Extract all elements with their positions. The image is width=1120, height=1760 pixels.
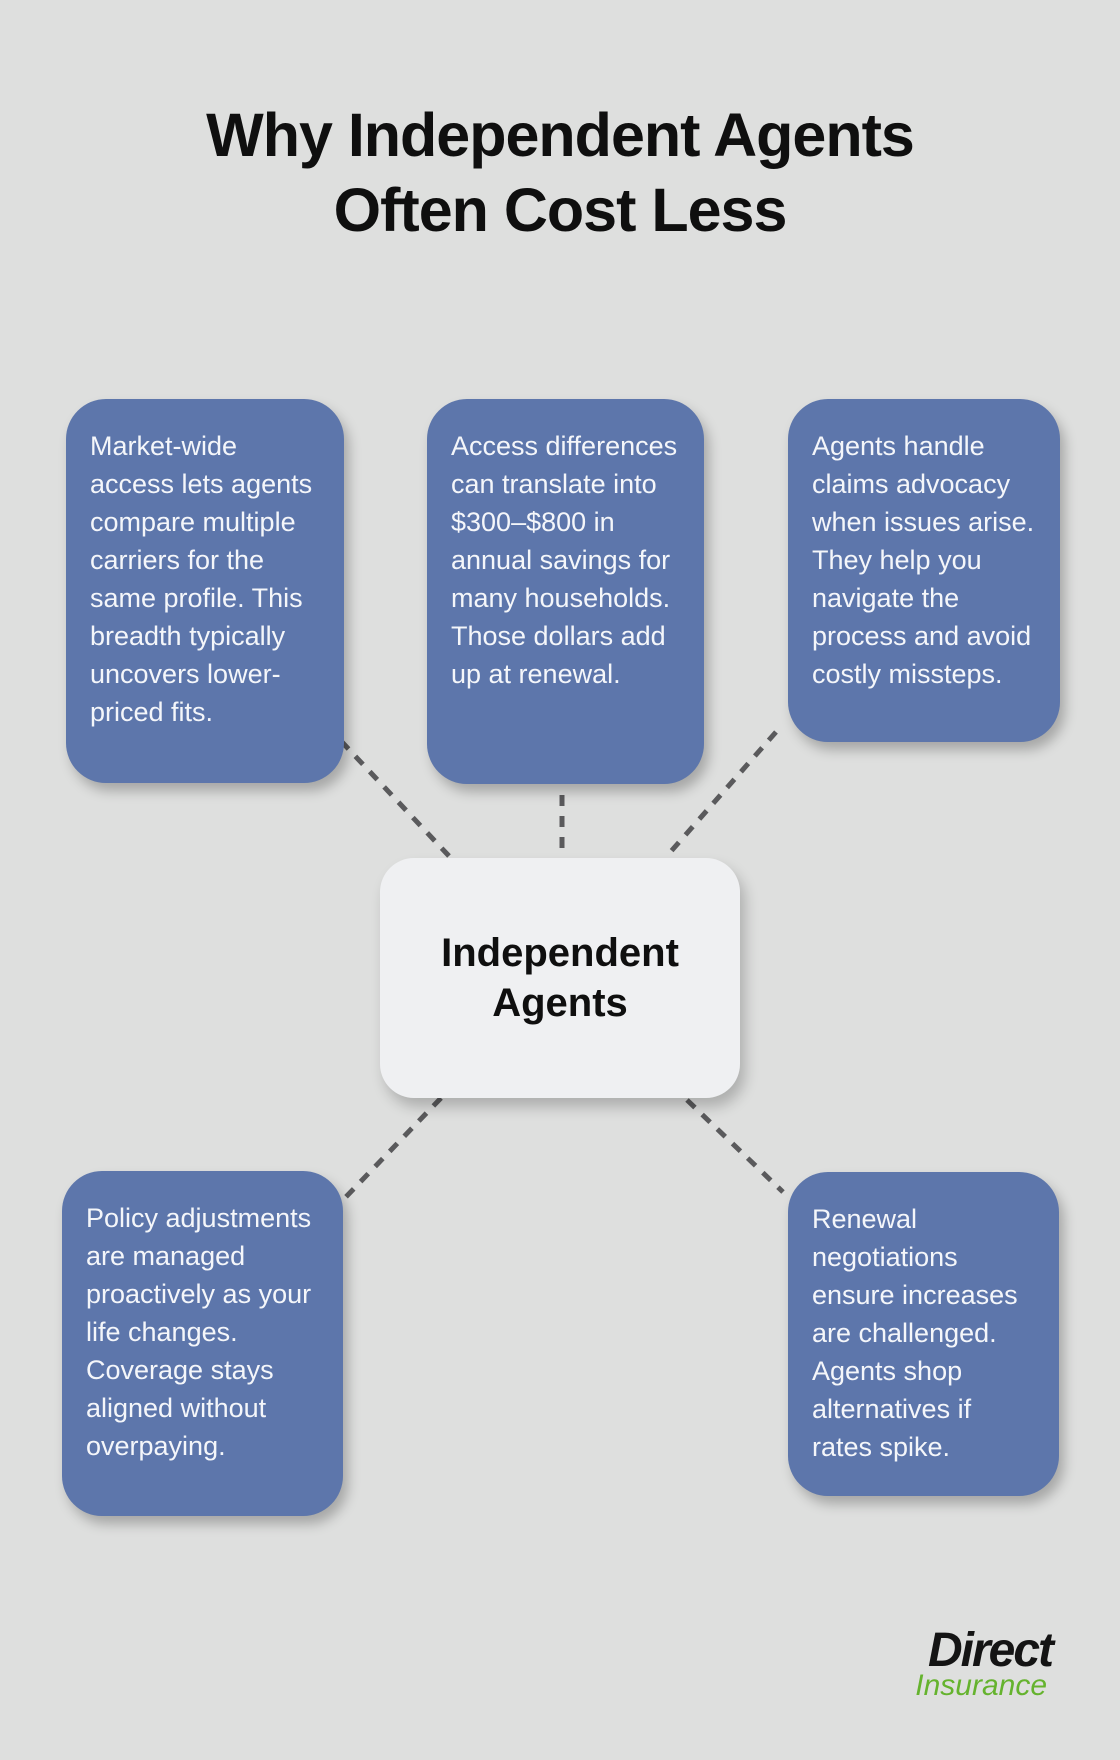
brand-logo-secondary-text: Insurance (915, 1669, 1047, 1702)
page-title: Why Independent Agents Often Cost Less (0, 98, 1120, 248)
page-title-line2: Often Cost Less (333, 176, 788, 244)
benefit-bubble-renewal-negotiations: Renewal negotiations ensure increases ar… (788, 1172, 1059, 1496)
brand-logo: Direct Insurance (915, 1624, 1054, 1702)
benefit-bubble-savings: Access differences can translate into $3… (427, 399, 704, 784)
connector-bottom-left (340, 1096, 443, 1203)
page-title-line1: Why Independent Agents (206, 101, 915, 169)
brand-logo-primary-text: Direct (927, 1624, 1054, 1677)
benefit-bubble-policy-adjustments: Policy adjustments are managed proactive… (62, 1171, 343, 1516)
connector-bottom-right (685, 1098, 785, 1194)
hub-node-independent-agents: Independent Agents (380, 858, 740, 1098)
benefit-bubble-claims-advocacy: Agents handle claims advocacy when issue… (788, 399, 1060, 742)
benefit-bubble-market-access: Market-wide access lets agents compare m… (66, 399, 344, 783)
